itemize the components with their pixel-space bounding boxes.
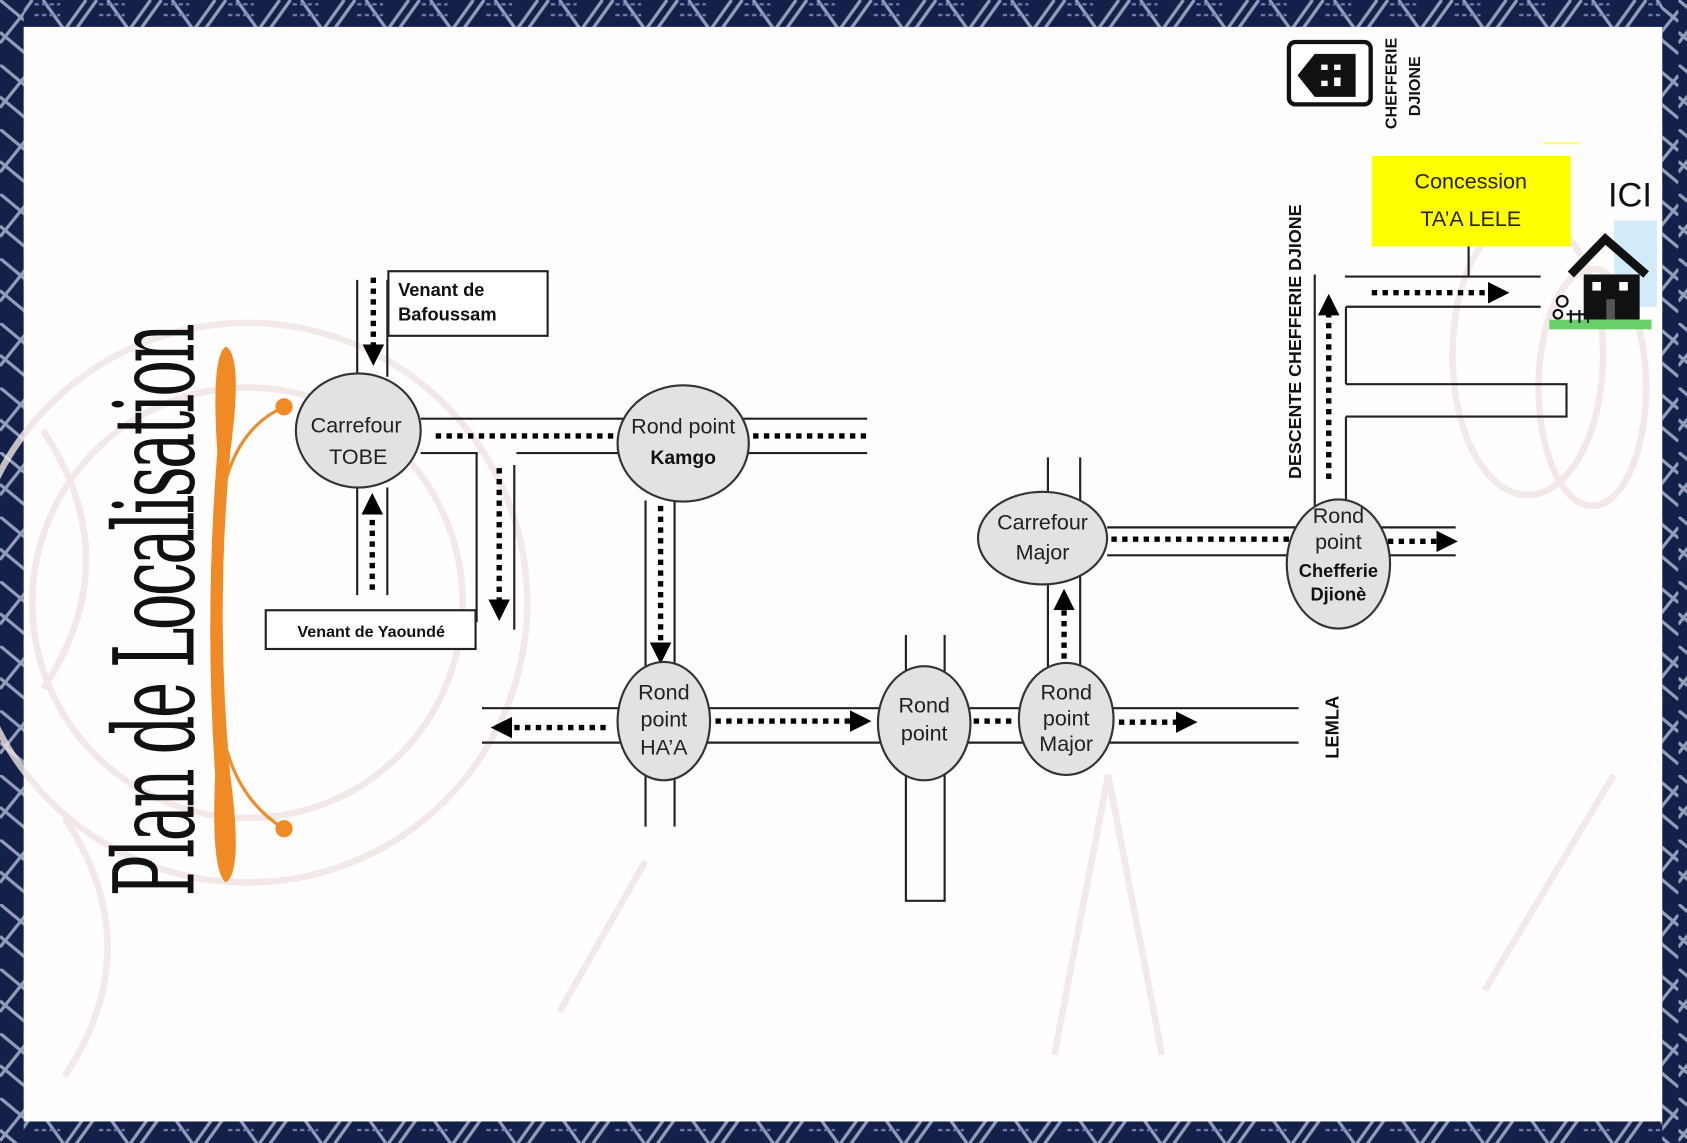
node-label: Major xyxy=(1039,732,1093,756)
landmark-label: DJIONE xyxy=(1406,56,1424,116)
page-title: Plan de Localisation xyxy=(92,325,221,897)
node-label: Rond xyxy=(898,693,949,717)
destination-label: Concession TA’A LELE xyxy=(1371,156,1571,247)
orange-ornament xyxy=(210,346,293,883)
node-label: point xyxy=(1315,530,1362,554)
node-label: point xyxy=(641,707,688,731)
node-label: HA’A xyxy=(640,735,688,759)
node-rond-point-major: Rond point Major xyxy=(1017,661,1115,776)
chefferie-icon xyxy=(1286,39,1373,107)
node-carrefour-major: Carrefour Major xyxy=(976,490,1109,586)
node-label: Djionè xyxy=(1310,584,1366,605)
node-rond-point-haa: Rond point HA’A xyxy=(616,660,712,782)
node-label: Rond xyxy=(1040,681,1091,705)
node-rond-point-kamgo: Rond point Kamgo xyxy=(616,384,750,503)
node-label: Rond xyxy=(1313,504,1364,528)
origin-label: Venant de xyxy=(398,279,484,300)
landmark-label: CHEFFERIE xyxy=(1383,38,1401,130)
node-label: Carrefour xyxy=(997,511,1088,535)
origin-bafoussam: Venant de Bafoussam xyxy=(387,270,549,337)
decorative-border-left xyxy=(0,0,24,1143)
origin-label: Venant de Yaoundé xyxy=(297,623,445,641)
node-label: Chefferie xyxy=(1299,560,1378,581)
road-label-lemla: LEMLA xyxy=(1321,696,1342,759)
node-label: point xyxy=(1043,706,1090,730)
node-label: Major xyxy=(1016,541,1070,565)
here-marker-label: ICI xyxy=(1608,177,1652,215)
node-label: point xyxy=(901,721,948,745)
node-label: Rond xyxy=(638,681,689,705)
node-label: TOBE xyxy=(329,445,387,469)
node-label: Carrefour xyxy=(311,414,402,438)
origin-yaounde: Venant de Yaoundé xyxy=(264,609,477,651)
origin-label: Bafoussam xyxy=(398,304,497,325)
destination-label-line: Concession xyxy=(1415,169,1527,193)
road-label-descente: DESCENTE CHEFFERIE DJIONE xyxy=(1285,204,1305,478)
decorative-border-right xyxy=(1662,0,1687,1143)
node-rond-point: Rond point xyxy=(876,665,972,782)
destination-label-line: TA’A LELE xyxy=(1420,207,1521,231)
node-rond-point-chefferie-djione: Rond point Chefferie Djionè xyxy=(1285,498,1392,630)
node-label: Rond point xyxy=(631,415,735,439)
house-icon xyxy=(1549,220,1657,330)
node-carrefour-tobe: Carrefour TOBE xyxy=(294,372,422,489)
node-label: Kamgo xyxy=(650,447,716,469)
